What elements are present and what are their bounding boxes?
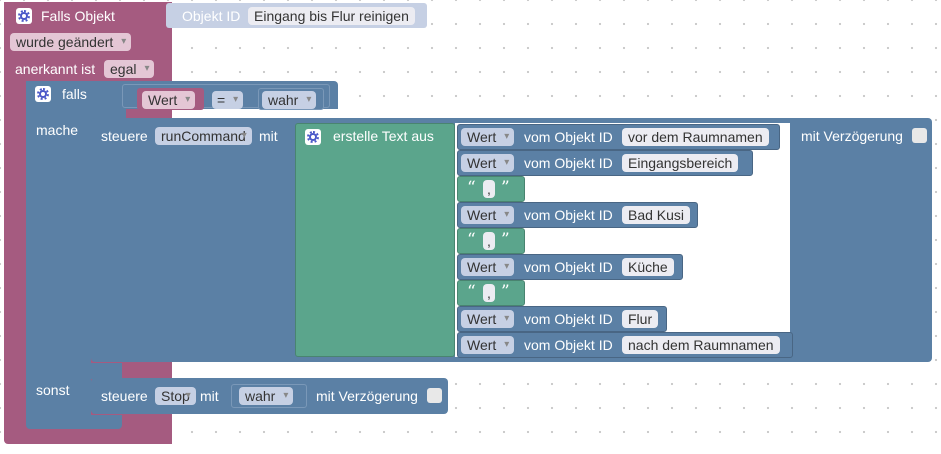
get-object-id-field[interactable]: nach dem Raumnamen — [622, 336, 780, 354]
open-quote-icon: “ — [467, 230, 476, 250]
if-sonst-label: sonst — [36, 382, 70, 398]
get-object-label: vom Objekt ID — [524, 207, 613, 223]
text-literal-field[interactable]: , — [483, 232, 495, 250]
trigger-block-footer — [4, 433, 172, 444]
else-steuere-label: steuere — [101, 388, 148, 404]
close-quote-icon: ” — [501, 178, 510, 198]
if-else-block-sonst-row — [26, 363, 122, 379]
get-object-mode-dropdown[interactable]: Wert — [461, 258, 515, 276]
open-quote-icon: “ — [467, 178, 476, 198]
object-id-value-field[interactable]: Eingang bis Flur reinigen — [248, 7, 415, 25]
control-steuere-label: steuere — [101, 128, 148, 144]
control-delay-checkbox[interactable] — [912, 128, 927, 143]
get-object-label: vom Objekt ID — [524, 129, 613, 145]
trigger-mutator-gear-icon[interactable] — [16, 8, 32, 24]
open-quote-icon: “ — [467, 282, 476, 302]
control-mit-label: mit — [259, 128, 278, 144]
text-join-block[interactable] — [295, 123, 455, 357]
get-object-mode-dropdown[interactable]: Wert — [461, 154, 515, 172]
get-object-mode-dropdown[interactable]: Wert — [461, 310, 515, 328]
get-object-id-field[interactable]: Küche — [622, 258, 674, 276]
get-object-id-field[interactable]: Flur — [622, 310, 659, 328]
control-delay-label: mit Verzögerung — [801, 128, 903, 144]
if-falls-label: falls — [62, 86, 87, 102]
ack-label: anerkannt ist — [15, 61, 96, 77]
object-id-label: Objekt ID — [182, 8, 241, 24]
condition-dropdown[interactable]: wurde geändert — [10, 33, 132, 51]
text-literal-field[interactable]: , — [483, 284, 495, 302]
else-delay-checkbox[interactable] — [427, 388, 442, 403]
get-object-id-field[interactable]: Bad Kusi — [622, 206, 691, 224]
ack-dropdown[interactable]: egal — [104, 60, 155, 78]
else-mit-label: mit — [200, 388, 219, 404]
else-value-dropdown[interactable]: wahr — [239, 387, 294, 405]
get-object-mode-dropdown[interactable]: Wert — [461, 206, 515, 224]
close-quote-icon: ” — [501, 230, 510, 250]
compare-lhs-dropdown[interactable]: Wert — [142, 91, 196, 109]
trigger-title: Falls Objekt — [41, 8, 115, 24]
compare-rhs-dropdown[interactable]: wahr — [262, 91, 317, 109]
get-object-id-field[interactable]: Eingangsbereich — [622, 154, 739, 172]
if-mache-label: mache — [36, 122, 79, 138]
get-object-label: vom Objekt ID — [524, 311, 613, 327]
get-object-label: vom Objekt ID — [524, 155, 613, 171]
get-object-id-field[interactable]: vor dem Raumnamen — [622, 128, 769, 146]
else-target-dropdown[interactable]: Stop — [155, 387, 196, 405]
get-object-mode-dropdown[interactable]: Wert — [461, 128, 515, 146]
text-join-title: erstelle Text aus — [333, 128, 434, 144]
else-delay-label: mit Verzögerung — [316, 388, 418, 404]
control-target-dropdown[interactable]: runCommand — [155, 127, 252, 145]
if-mutator-gear-icon[interactable] — [35, 86, 51, 102]
get-object-label: vom Objekt ID — [524, 337, 613, 353]
compare-operator-dropdown[interactable]: = — [212, 91, 244, 109]
text-join-mutator-gear-icon[interactable] — [305, 129, 321, 145]
get-object-label: vom Objekt ID — [524, 259, 613, 275]
text-literal-field[interactable]: , — [483, 180, 495, 198]
get-object-mode-dropdown[interactable]: Wert — [461, 336, 515, 354]
if-else-block-footer — [26, 415, 122, 429]
close-quote-icon: ” — [501, 282, 510, 302]
